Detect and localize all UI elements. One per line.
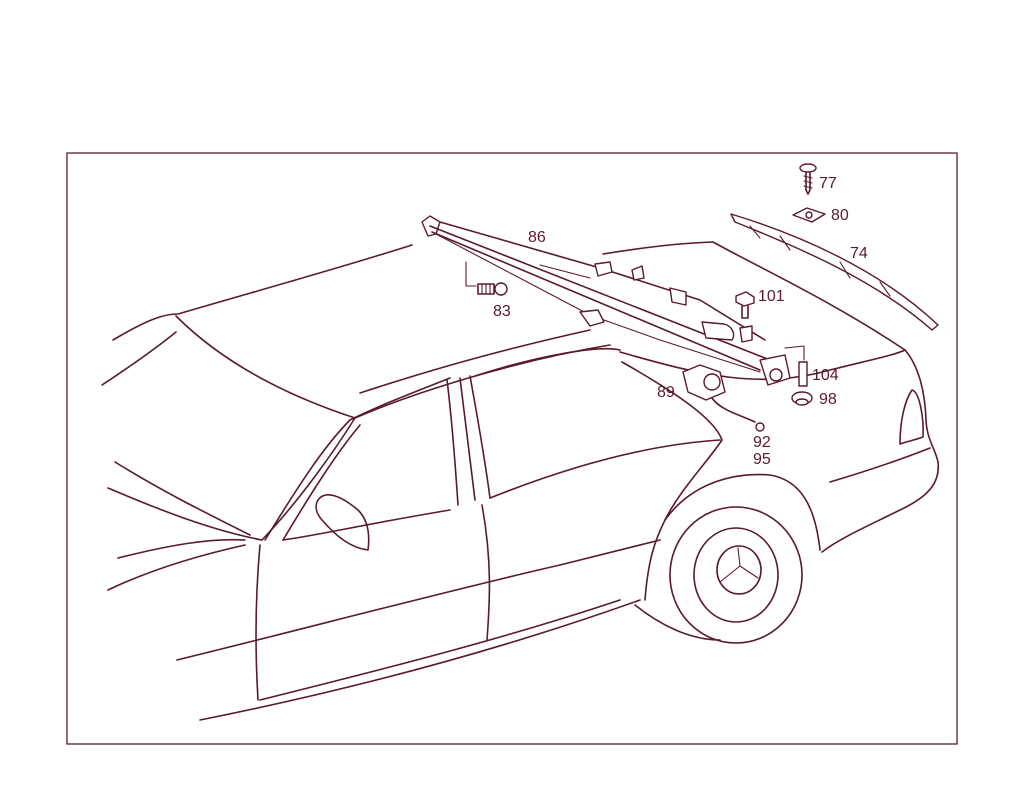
bolt-83 — [477, 282, 508, 296]
screw-77 — [799, 163, 817, 195]
pin-104 — [784, 345, 808, 387]
callout-74: 74 — [850, 245, 868, 262]
callout-101: 101 — [758, 288, 785, 305]
callout-77: 77 — [819, 175, 837, 192]
callout-86: 86 — [528, 229, 546, 246]
callout-104: 104 — [812, 367, 839, 384]
bolt-101 — [735, 291, 755, 319]
wiper-arm-assembly — [421, 215, 791, 386]
callout-98: 98 — [819, 391, 837, 408]
nut-98 — [791, 391, 813, 406]
clip-nut-80 — [792, 207, 826, 223]
wiper-motor-89 — [682, 364, 765, 432]
car-body-outline — [101, 241, 940, 721]
rear-spoiler-74 — [730, 213, 939, 331]
callout-80: 80 — [831, 207, 849, 224]
diagram-frame — [66, 152, 958, 745]
callout-92: 92 — [753, 434, 771, 451]
callout-89: 89 — [657, 384, 675, 401]
callout-95: 95 — [753, 451, 771, 468]
callout-83: 83 — [493, 303, 511, 320]
